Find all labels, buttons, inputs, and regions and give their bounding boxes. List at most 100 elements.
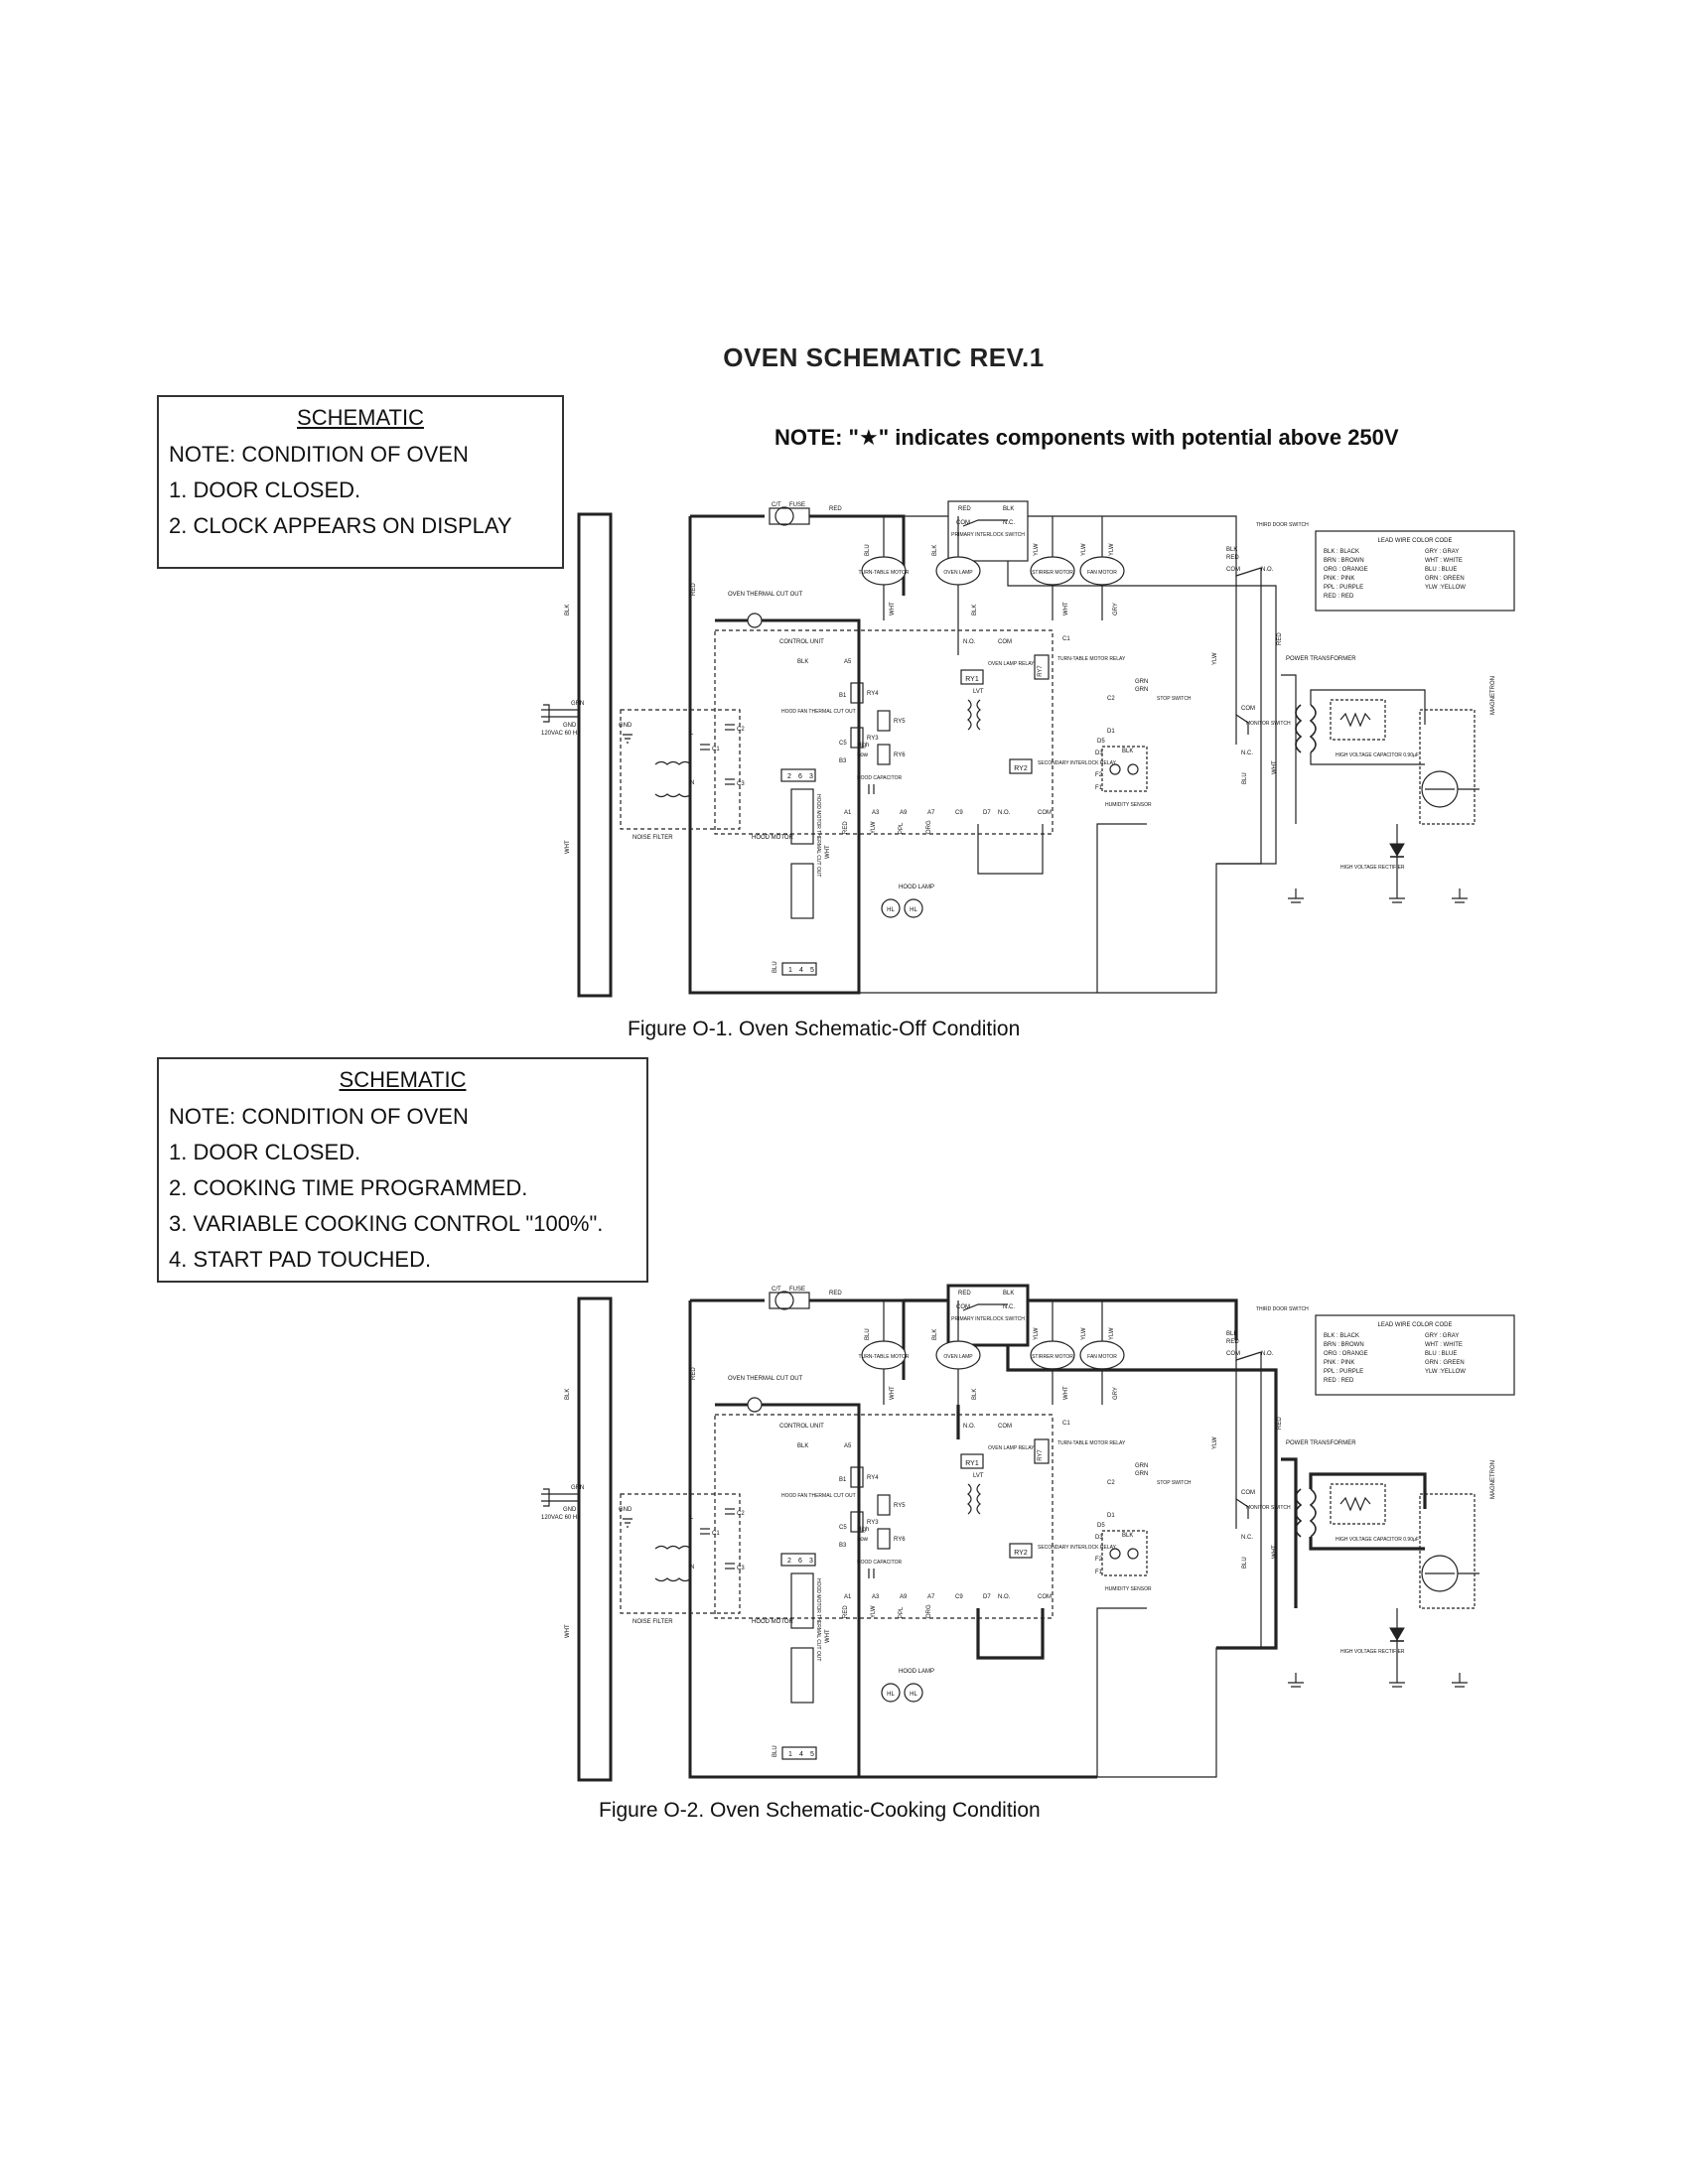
component-label: HL: [887, 1692, 895, 1698]
wire-label: C5: [839, 1525, 847, 1531]
wire-label: COM: [956, 1304, 970, 1310]
wire-label: BLK: [797, 1443, 808, 1449]
control-unit: [714, 629, 1054, 835]
fuse-icon: [774, 506, 794, 526]
wire-label: N.O.: [1261, 1351, 1274, 1357]
component-label: STOP SWITCH: [1157, 1480, 1192, 1486]
relay-box-ry1: [960, 669, 984, 685]
wire: [1097, 1352, 1262, 1778]
terminal-pin: 3: [809, 773, 813, 780]
power-bus-left: [577, 1297, 613, 1782]
wire-label: BLK: [797, 659, 808, 665]
wire-label: N.O.: [1261, 567, 1274, 573]
power-transformer-primary-icon: [1295, 1488, 1303, 1538]
component-label: NOISE FILTER: [633, 1619, 673, 1625]
component-label: HOOD MOTOR: [752, 1619, 794, 1625]
lead-wire-color-code: [1315, 1314, 1515, 1396]
fuse-holder: [769, 507, 810, 525]
ground-icon: [1288, 897, 1304, 903]
wire-label: WHT: [825, 1629, 831, 1643]
fuse-label: FUSE: [789, 1287, 805, 1293]
wire-label: GRN: [571, 1485, 584, 1491]
wire-label: GRN: [1135, 1471, 1148, 1477]
component-label: MONITOR SWITCH: [1246, 721, 1291, 727]
component-label: OVEN LAMP RELAY: [988, 1445, 1035, 1451]
wire-label: GND: [563, 723, 577, 729]
relay-box-ry2: [1009, 758, 1033, 774]
hv-capacitor: [1330, 1483, 1386, 1525]
relay-label: RY7: [1038, 1449, 1044, 1461]
ground-icon: [1452, 897, 1468, 903]
relay-label: RY4: [867, 1475, 879, 1481]
hot-wire: [1028, 515, 1237, 556]
component-label: MAGNETRON: [1490, 1460, 1496, 1499]
component-label: HIGH VOLTAGE CAPACITOR 0.90µF: [1336, 752, 1419, 758]
wire-label: PPL: [899, 1606, 905, 1618]
lvt-transformer-icon: [967, 699, 972, 731]
wire-label: B1: [839, 693, 847, 699]
hood-terminal-block-top: [780, 1553, 816, 1567]
component-label: STOP SWITCH: [1157, 696, 1192, 702]
ground-icon: [1452, 1682, 1468, 1688]
terminal-label: C9: [955, 1594, 963, 1600]
wire-label: D5: [1097, 739, 1105, 745]
wire-label: F1: [1095, 1570, 1103, 1575]
wire-label: D3: [1095, 751, 1103, 756]
magnetron-housing: [1419, 709, 1476, 825]
component-label: OVEN LAMP: [943, 1354, 973, 1360]
component-label: OVEN LAMP RELAY: [988, 661, 1035, 667]
component-label: HOOD FAN THERMAL CUT OUT: [781, 709, 856, 715]
wire-label: F2: [1095, 772, 1103, 778]
condition-line: 2. COOKING TIME PROGRAMMED.: [169, 1175, 528, 1200]
terminal-label: A1: [844, 810, 852, 816]
hood-lamp-icon: [881, 898, 901, 918]
relay-box-ry1: [960, 1453, 984, 1469]
hot-wire: [976, 1608, 1045, 1660]
terminal-pin: 6: [798, 1558, 802, 1565]
wire-label: COM: [998, 639, 1012, 645]
component-label: LVT: [973, 1473, 984, 1479]
wire-label: COM: [998, 1424, 1012, 1430]
terminal-pin: 3: [809, 1558, 813, 1565]
wire-label: GRN: [1135, 1463, 1148, 1469]
relay-box-ry2: [1009, 1543, 1033, 1559]
secondary-wire: [1310, 689, 1426, 725]
component-label: TURN-TABLE MOTOR RELAY: [1057, 656, 1126, 662]
wire-label: YLW: [1109, 543, 1115, 556]
wire-label: Low: [857, 752, 869, 758]
wire-label: BLK: [1122, 749, 1133, 754]
wire-label: WHT: [1063, 1386, 1069, 1400]
wire-label: L: [690, 1515, 694, 1521]
wire-label: RED: [1277, 1417, 1283, 1430]
legend-entry: PNK : PINK: [1324, 1360, 1354, 1366]
primary-interlock-switch: [947, 500, 1029, 562]
component-label: HUMIDITY SENSOR: [1105, 1586, 1152, 1592]
hood-terminal-block-bottom: [781, 1746, 817, 1760]
legend-entry: BLU : BLUE: [1425, 567, 1457, 573]
main-power-wire: [688, 1300, 861, 1779]
component-label: STIRRER MOTOR: [1032, 570, 1073, 576]
wire-label: WHT: [565, 1624, 571, 1638]
power-transformer-secondary-icon: [1309, 704, 1317, 753]
wire-label: COM: [1226, 1351, 1240, 1357]
humidity-sensor: [1101, 746, 1148, 792]
sensor-element-icon: [1127, 763, 1139, 775]
figure-caption-2: Figure O-2. Oven Schematic-Cooking Condi…: [599, 1799, 1041, 1822]
relay-label: RY7: [1038, 665, 1044, 677]
wire-label: RED: [958, 1291, 971, 1297]
monitor-switch-contact: [1235, 1498, 1249, 1519]
wire-label: YLW: [1034, 1327, 1040, 1340]
legend-entry: WHT : WHITE: [1425, 1342, 1463, 1348]
hood-terminal-block-top: [780, 768, 816, 782]
component-label: THIRD DOOR SWITCH: [1256, 522, 1309, 528]
terminal-pin: 5: [810, 967, 814, 974]
hood-motor-winding: [790, 1647, 814, 1704]
component-label: HOOD FAN THERMAL CUT OUT: [781, 1493, 856, 1499]
component-label: FAN MOTOR: [1087, 1354, 1117, 1360]
hot-wire: [977, 824, 1044, 875]
sensor-element-icon: [1127, 1548, 1139, 1560]
component-label: CONTROL UNIT: [779, 639, 824, 645]
relay-label: RY6: [894, 752, 906, 758]
fuse-label: C/T: [772, 1287, 781, 1293]
